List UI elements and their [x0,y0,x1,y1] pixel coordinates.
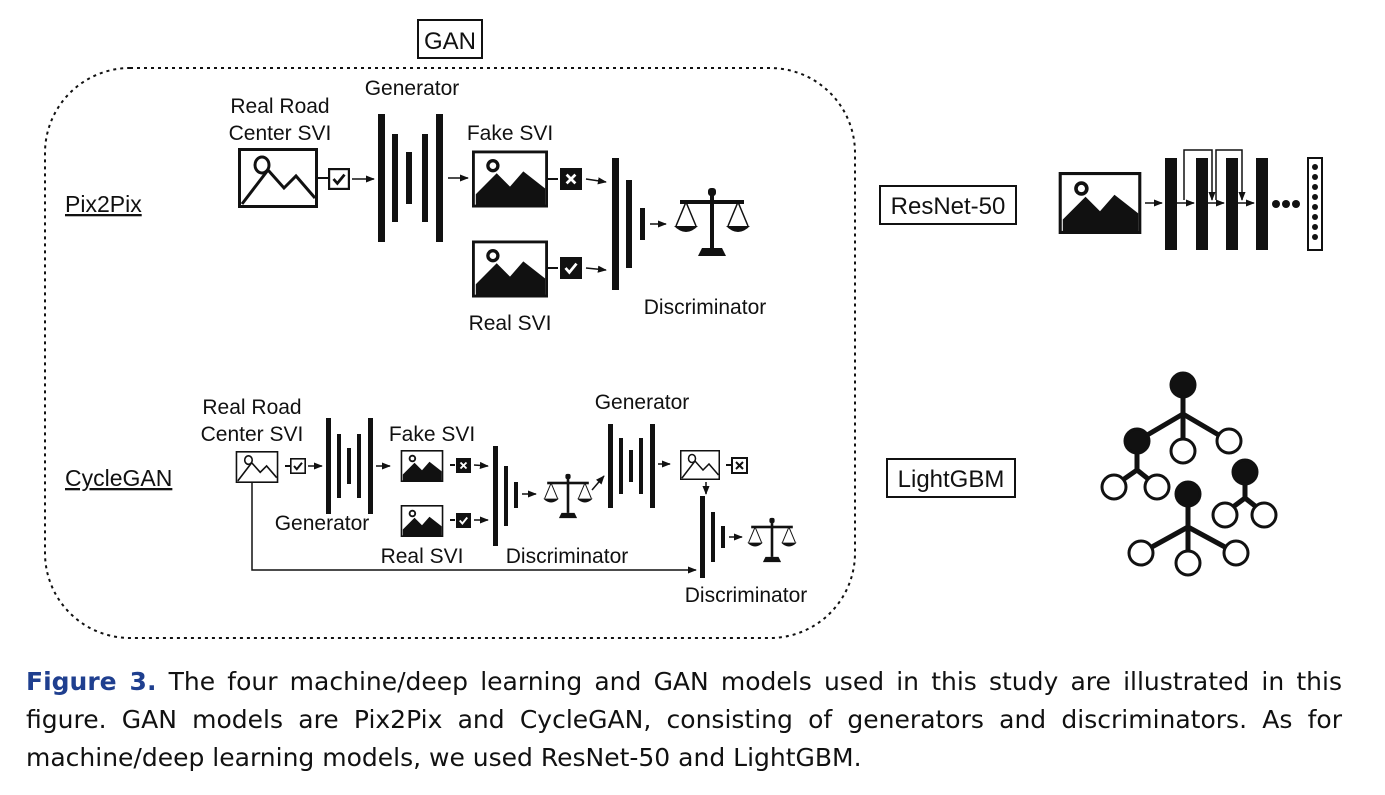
resnet-label: ResNet-50 [891,193,1006,220]
tree-root-node [1169,371,1197,399]
pix2pix-discriminator-label: Discriminator [644,296,767,319]
models-diagram: GAN Pix2Pix Real Road Center SVI Generat… [44,19,1323,639]
cyclegan-input-label-line2: Center SVI [201,423,304,446]
caption-text: The four machine/deep learning and GAN m… [26,667,1342,772]
pix2pix-label: Pix2Pix [65,191,142,217]
cyclegan-discriminator1-label: Discriminator [506,545,629,568]
figure-label: Figure 3. [26,667,157,696]
lightgbm-label: LightGBM [898,466,1005,493]
pix2pix-real-image-icon [472,240,548,298]
cyclegan-fake-x-icon [456,458,471,473]
cyclegan-cycle-path [251,483,697,574]
pix2pix-discriminator-network [612,158,645,290]
pix2pix-input-label-line1: Real Road [230,95,329,118]
cyclegan-real-image-icon [400,505,444,537]
resnet-label-box [879,185,1017,225]
gan-title-box [417,19,483,59]
cyclegan-input-label-line1: Real Road [202,396,301,419]
pix2pix-generator-label: Generator [365,77,460,100]
cyclegan-fake-image-icon [400,450,444,482]
cyclegan-generator2-label: Generator [595,391,690,414]
cyclegan-generator2-network [608,424,655,508]
pix2pix-real-check-icon [560,257,582,279]
pix2pix-fake-x-icon [560,168,582,190]
figure-caption: Figure 3. The four machine/deep learning… [26,663,1342,777]
resnet-network [1165,149,1323,251]
gan-title: GAN [424,28,476,55]
pix2pix-input-check-icon [328,168,350,190]
cyclegan-generator1-label: Generator [275,512,370,535]
resnet-input-image-icon [1058,172,1142,234]
pix2pix-fake-label: Fake SVI [467,122,553,145]
pix2pix-real-label: Real SVI [469,312,552,335]
cyclegan-reconstructed-image-icon [679,450,721,480]
cyclegan-fake-label: Fake SVI [389,423,475,446]
pix2pix-input-image-icon [238,148,318,208]
pix2pix-fake-image-icon [472,150,548,208]
cyclegan-generator1-network [326,418,373,514]
cyclegan-discriminator2-network [700,496,725,578]
cyclegan-scale1-icon [542,473,594,519]
cyclegan-real-check-icon [456,513,471,528]
pix2pix-scale-icon [673,187,751,257]
cyclegan-real-label: Real SVI [381,545,464,568]
cyclegan-discriminator1-network [493,446,518,546]
cyclegan-scale2-icon [746,517,798,563]
cyclegan-discriminator2-label: Discriminator [685,584,808,607]
pix2pix-input-label-line2: Center SVI [229,122,332,145]
cyclegan-input-image-icon [235,451,279,483]
cyclegan-label: CycleGAN [65,465,172,491]
lightgbm-label-box [886,458,1016,498]
gan-region-border [44,67,856,639]
cyclegan-input-check-icon [290,458,306,474]
pix2pix-generator-network [378,114,443,242]
